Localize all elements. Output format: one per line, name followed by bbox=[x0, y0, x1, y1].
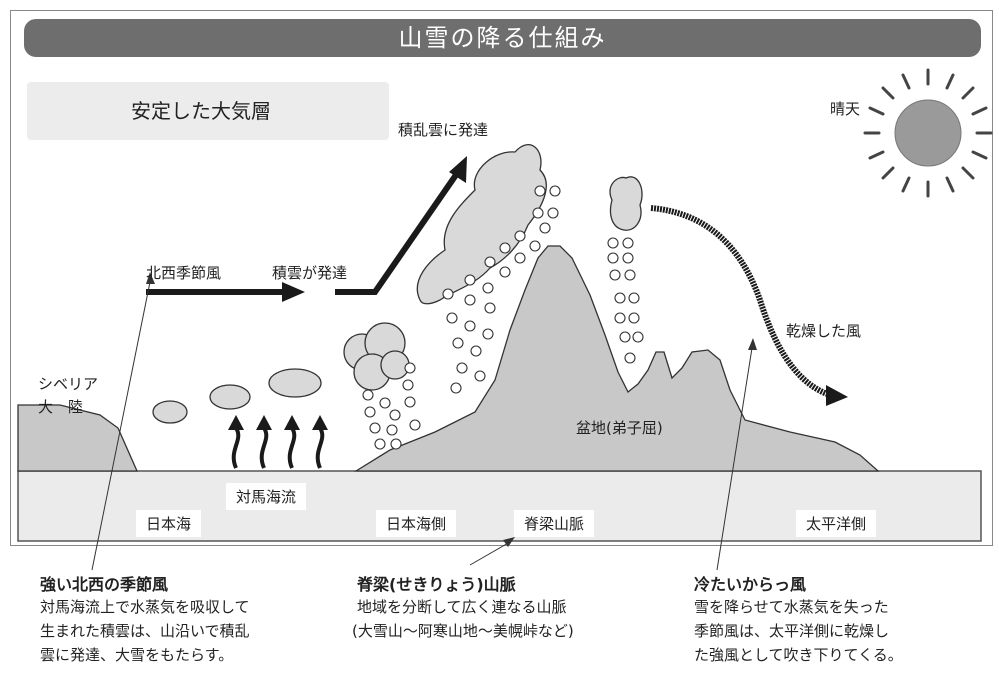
caption-left-line: 対馬海流上で水蒸気を吸収して bbox=[40, 598, 250, 616]
leader-lines bbox=[91, 281, 753, 571]
sea-of-japan-side-label: 日本海側 bbox=[376, 510, 457, 537]
sea-of-japan-label: 日本海 bbox=[136, 510, 202, 537]
mountain-range bbox=[353, 245, 880, 472]
caption-right-line: 雪を降らせて水蒸気を失った bbox=[694, 598, 889, 616]
caption-middle-title: 脊梁(せきりょう)山脈 bbox=[357, 575, 516, 594]
vapor-arrow-heads bbox=[228, 415, 328, 430]
siberia-label-line2: 大 陸 bbox=[38, 398, 84, 416]
snowfall-particles bbox=[362, 185, 644, 450]
vapor-rising-arrows bbox=[231, 426, 325, 469]
dry-wind-label: 乾燥した風 bbox=[786, 322, 862, 340]
cumulonimbus-cloud bbox=[416, 144, 547, 305]
stable-layer-box: 安定した大気層 bbox=[27, 82, 389, 140]
stable-layer-label: 安定した大気層 bbox=[131, 99, 271, 123]
siberia-landmass bbox=[17, 404, 138, 472]
peak-cloud bbox=[609, 176, 643, 231]
rising-air-arrow bbox=[335, 156, 467, 295]
caption-left-title: 強い北西の季節風 bbox=[40, 575, 169, 594]
sun-icon bbox=[863, 68, 993, 198]
basin-label: 盆地(弟子屈) bbox=[576, 419, 663, 437]
northwest-wind-label: 北西季節風 bbox=[146, 264, 222, 282]
caption-middle-line: 地域を分断して広く連なる山脈 bbox=[357, 598, 567, 616]
cumulonimbus-label: 積乱雲に発達 bbox=[398, 121, 489, 139]
caption-left-line: 生まれた積雲は、山沿いで積乱 bbox=[40, 622, 250, 640]
small-cumulus-clouds bbox=[152, 368, 322, 424]
leader-arrowheads bbox=[146, 272, 757, 547]
caption-right-title: 冷たいからっ風 bbox=[694, 575, 807, 594]
caption-right-line: 季節風は、太平洋側に乾燥し bbox=[694, 622, 890, 640]
sunny-label: 晴天 bbox=[830, 100, 861, 118]
caption-right-line: た強風として吹き下りてくる。 bbox=[694, 646, 903, 664]
caption-middle-line: (大雪山〜阿寒山地〜美幌峠など) bbox=[352, 622, 574, 640]
caption-left-line: 雲に発達、大雪をもたらす。 bbox=[40, 646, 234, 664]
sekiryo-range-label: 脊梁山脈 bbox=[514, 510, 595, 537]
tsushima-current-label: 対馬海流 bbox=[226, 483, 307, 510]
diagram-title: 山雪の降る仕組み bbox=[24, 19, 981, 57]
cumulus-develop-label: 積雲が発達 bbox=[272, 264, 348, 282]
cumulus-cloud bbox=[343, 322, 410, 391]
monsoon-wind-arrow bbox=[146, 282, 305, 302]
siberia-label-line1: シベリア bbox=[38, 375, 99, 393]
dry-wind-arrow bbox=[650, 205, 848, 406]
pacific-side-label: 太平洋側 bbox=[796, 510, 877, 537]
